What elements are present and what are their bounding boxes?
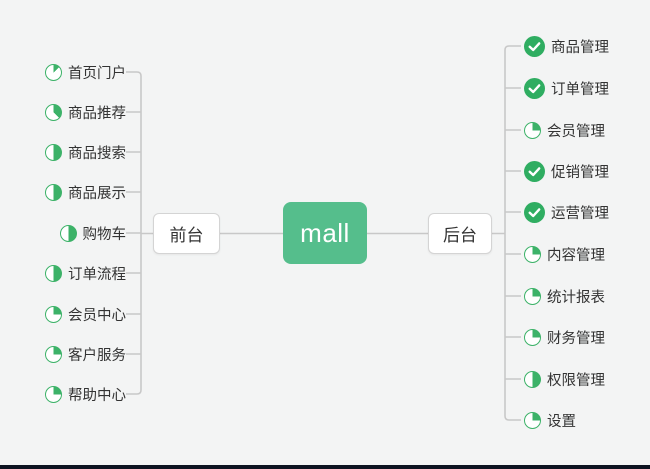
progress-pie-icon	[524, 287, 541, 305]
item-label: 会员管理	[547, 123, 605, 140]
item-label: 购物车	[82, 226, 127, 243]
progress-pie-icon	[45, 305, 62, 323]
item-label: 财务管理	[547, 330, 605, 347]
progress-pie-icon	[45, 143, 62, 161]
mindmap-item[interactable]: 购物车	[59, 222, 127, 244]
item-label: 商品管理	[551, 39, 609, 56]
mindmap-item[interactable]: 财务管理	[524, 326, 605, 348]
progress-pie-icon	[45, 345, 62, 363]
item-label: 首页门户	[68, 65, 126, 82]
progress-pie-icon	[524, 370, 541, 388]
mindmap-item[interactable]: 内容管理	[524, 243, 605, 265]
progress-pie-icon	[45, 63, 62, 81]
progress-pie-icon	[45, 264, 62, 282]
item-label: 帮助中心	[68, 387, 126, 404]
check-icon	[524, 77, 545, 99]
progress-pie-icon	[45, 385, 62, 403]
progress-pie-icon	[45, 103, 62, 121]
mindmap-item[interactable]: 客户服务	[45, 343, 126, 365]
item-label: 权限管理	[547, 372, 605, 389]
mindmap-item[interactable]: 会员管理	[524, 119, 605, 141]
progress-pie-icon	[524, 328, 541, 346]
mindmap-item[interactable]: 商品搜索	[45, 141, 126, 163]
branch-topic-backend[interactable]: 后台	[428, 213, 492, 254]
progress-pie-icon	[524, 245, 541, 263]
mindmap-item[interactable]: 统计报表	[524, 285, 605, 307]
mindmap-item[interactable]: 促销管理	[524, 160, 609, 182]
mindmap-item[interactable]: 运营管理	[524, 201, 609, 223]
progress-pie-icon	[524, 411, 541, 429]
mindmap-item[interactable]: 商品管理	[524, 35, 609, 57]
item-label: 订单管理	[551, 81, 609, 98]
mindmap-item[interactable]: 商品展示	[45, 181, 126, 203]
item-label: 商品搜索	[68, 145, 126, 162]
check-icon	[524, 160, 545, 182]
mindmap-item[interactable]: 权限管理	[524, 368, 605, 390]
mindmap-item[interactable]: 帮助中心	[45, 383, 126, 405]
mindmap-item[interactable]: 首页门户	[45, 61, 126, 83]
item-label: 商品展示	[68, 185, 126, 202]
mindmap-item[interactable]: 订单流程	[45, 262, 126, 284]
check-icon	[524, 201, 545, 223]
item-label: 客户服务	[68, 347, 126, 364]
item-label: 设置	[547, 413, 576, 430]
item-label: 运营管理	[551, 205, 609, 222]
item-label: 统计报表	[547, 289, 605, 306]
mindmap-item[interactable]: 商品推荐	[45, 101, 126, 123]
root-topic-mall[interactable]: mall	[283, 202, 367, 264]
item-label: 商品推荐	[68, 105, 126, 122]
mindmap-item[interactable]: 会员中心	[45, 303, 126, 325]
branch-topic-frontend[interactable]: 前台	[153, 213, 220, 254]
item-label: 促销管理	[551, 164, 609, 181]
item-label: 内容管理	[547, 247, 605, 264]
progress-pie-icon	[45, 183, 62, 201]
item-label: 订单流程	[68, 266, 126, 283]
item-label: 会员中心	[68, 307, 126, 324]
bottom-border	[0, 465, 650, 469]
mindmap-item[interactable]: 设置	[524, 409, 576, 431]
mindmap-item[interactable]: 订单管理	[524, 77, 609, 99]
progress-pie-icon	[59, 224, 77, 242]
progress-pie-icon	[524, 121, 541, 139]
check-icon	[524, 35, 545, 57]
